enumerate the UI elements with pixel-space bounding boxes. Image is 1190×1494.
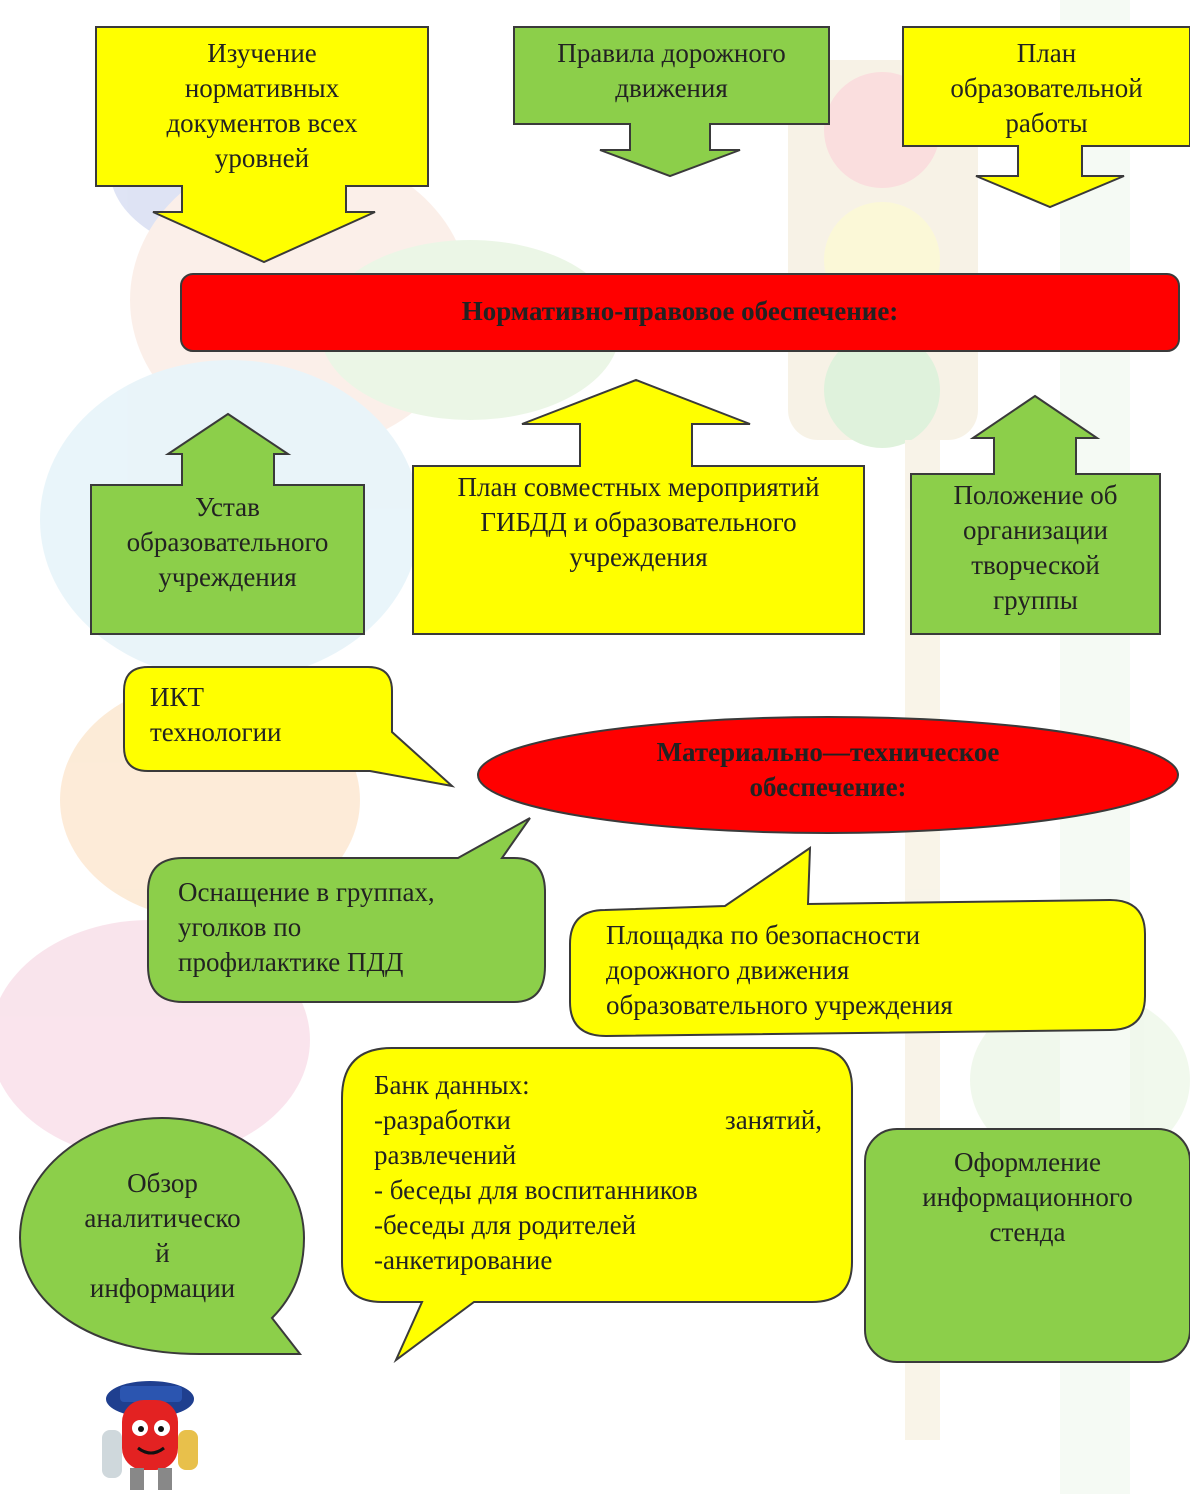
regulation-line-4: группы [993, 585, 1078, 615]
regulation-callout [910, 394, 1161, 635]
databank-line-1: Банк данных: [374, 1070, 530, 1100]
doc-study-line-3: документов всех [166, 108, 358, 138]
ict-line-1: ИКТ [150, 682, 204, 712]
charter-callout [90, 412, 365, 635]
regulation-text: Положение об организации творческой груп… [911, 478, 1160, 618]
education-plan-line-2: образовательной [950, 73, 1143, 103]
databank-line-2a: -разработки [374, 1105, 511, 1135]
joint-plan-line-1: План совместных мероприятий [457, 472, 820, 502]
regulation-line-3: творческой [971, 550, 1100, 580]
education-plan-text: План образовательной работы [903, 36, 1190, 141]
review-line-2: аналитическо [84, 1203, 241, 1233]
databank-line-6: -анкетирование [374, 1245, 553, 1275]
equipment-text: Оснащение в группах, уголков по профилак… [178, 875, 538, 980]
regulation-line-1: Положение об [953, 480, 1118, 510]
databank-line-2b: занятий, [725, 1105, 822, 1135]
databank-text: Банк данных: -разработки занятий, развле… [374, 1068, 822, 1278]
traffic-rules-line-1: Правила дорожного [557, 38, 786, 68]
databank-line-2: -разработки занятий, [374, 1103, 822, 1138]
doc-study-text: Изучение нормативных документов всех уро… [96, 36, 428, 176]
material-support-header: Материально—техническое обеспечение: [478, 735, 1178, 805]
charter-text: Устав образовательного учреждения [91, 490, 364, 595]
education-plan-line-1: План [1016, 38, 1077, 68]
ict-line-2: технологии [150, 717, 282, 747]
playground-line-3: образовательного учреждения [606, 990, 953, 1020]
joint-plan-text: План совместных мероприятий ГИБДД и обра… [413, 470, 864, 575]
info-stand-box [864, 1128, 1190, 1363]
info-stand-text: Оформление информационного стенда [865, 1145, 1190, 1250]
material-support-header-ellipse [477, 716, 1179, 834]
review-line-4: информации [89, 1273, 236, 1303]
doc-study-line-4: уровней [214, 143, 310, 173]
material-header-line-1: Материально—техническое [656, 737, 1000, 767]
info-stand-line-2: информационного [922, 1182, 1133, 1212]
joint-plan-line-2: ГИБДД и образовательного [480, 507, 797, 537]
review-text: Обзор аналитическо й информации [40, 1166, 285, 1306]
databank-speech-bubble [341, 1047, 853, 1364]
education-plan-line-3: работы [1005, 108, 1088, 138]
info-stand-line-3: стенда [989, 1217, 1066, 1247]
databank-line-5: -беседы для родителей [374, 1210, 637, 1240]
playground-text: Площадка по безопасности дорожного движе… [606, 918, 1126, 1023]
traffic-rules-text: Правила дорожного движения [514, 36, 829, 106]
charter-line-2: образовательного [126, 527, 329, 557]
ict-speech-bubble [123, 666, 456, 788]
review-speech-bubble [18, 1116, 306, 1355]
playground-speech-bubble [569, 846, 1146, 1038]
equipment-line-1: Оснащение в группах, [178, 877, 435, 907]
review-line-1: Обзор [127, 1168, 198, 1198]
review-line-3: й [155, 1238, 170, 1268]
databank-line-3: развлечений [374, 1140, 517, 1170]
doc-study-line-1: Изучение [207, 38, 317, 68]
equipment-line-2: уголков по [178, 912, 302, 942]
doc-study-callout [95, 26, 429, 264]
charter-line-3: учреждения [158, 562, 297, 592]
doc-study-line-2: нормативных [184, 73, 340, 103]
info-stand-line-1: Оформление [953, 1147, 1101, 1177]
joint-plan-line-3: учреждения [569, 542, 708, 572]
traffic-light-policeman-mascot-icon [102, 1381, 198, 1490]
playground-line-1: Площадка по безопасности [606, 920, 921, 950]
equipment-line-3: профилактике ПДД [178, 947, 404, 977]
regulation-line-2: организации [963, 515, 1108, 545]
playground-line-2: дорожного движения [606, 955, 850, 985]
legal-support-header: Нормативно-правовое обеспечение: [461, 296, 899, 326]
equipment-speech-bubble [147, 817, 546, 1003]
ict-text: ИКТ технологии [150, 680, 380, 750]
traffic-rules-line-2: движения [615, 73, 728, 103]
education-plan-callout [902, 26, 1190, 209]
legal-support-header-box [180, 273, 1180, 352]
databank-line-4: - беседы для воспитанников [374, 1175, 698, 1205]
joint-plan-callout [412, 378, 865, 635]
charter-line-1: Устав [195, 492, 260, 522]
traffic-rules-callout [513, 26, 830, 178]
material-header-line-2: обеспечение: [749, 772, 907, 802]
